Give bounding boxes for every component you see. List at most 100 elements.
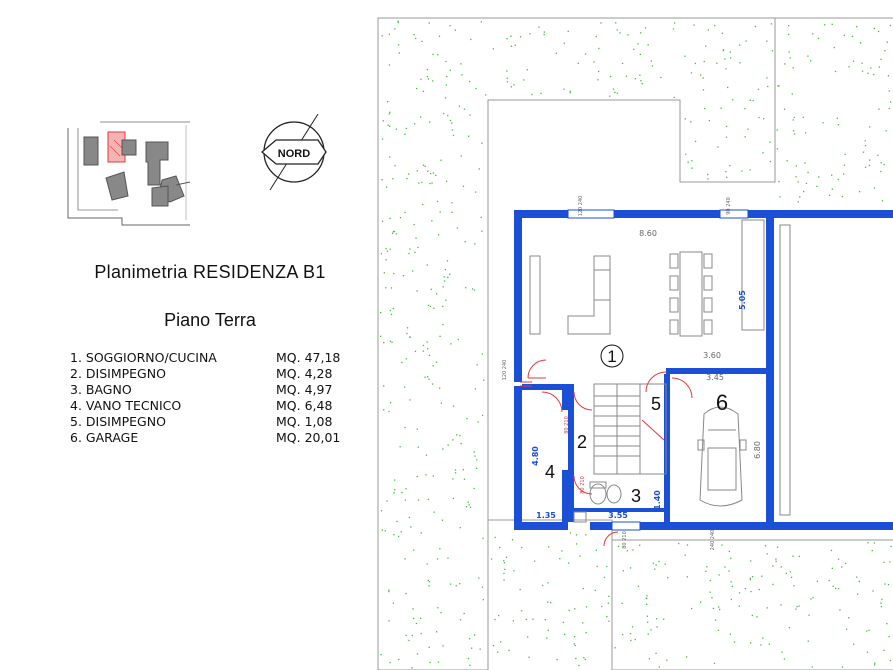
grass-dot — [425, 474, 427, 476]
grass-dot — [793, 585, 795, 587]
grass-dot — [569, 90, 571, 92]
grass-dot — [584, 53, 587, 55]
room-name: 5. DISIMPEGNO — [70, 414, 166, 429]
grass-dot — [452, 439, 454, 441]
grass-dot — [577, 62, 579, 64]
grass-dot — [449, 25, 451, 27]
grass-dot — [772, 565, 774, 567]
room-row: 5. DISIMPEGNO MQ. 1,08 — [70, 414, 340, 430]
grass-dot — [408, 252, 410, 255]
grass-dot — [473, 289, 476, 291]
grass-dot — [511, 539, 514, 541]
grass-dot — [615, 22, 617, 24]
grass-dot — [397, 44, 400, 46]
grass-dot — [529, 33, 531, 35]
grass-dot — [426, 75, 429, 78]
grass-dot — [420, 633, 422, 635]
grass-dot — [521, 546, 523, 549]
grass-dot — [425, 454, 428, 456]
grass-dot — [393, 492, 395, 494]
room-number-2: 2 — [577, 432, 587, 452]
grass-dot — [744, 136, 746, 138]
grass-dot — [880, 602, 882, 604]
grass-dot — [837, 124, 840, 126]
grass-dot — [758, 116, 760, 119]
grass-dot — [388, 113, 390, 115]
grass-dot — [828, 194, 831, 196]
grass-dot — [428, 378, 430, 380]
grass-dot — [474, 455, 476, 457]
grass-dot — [803, 190, 805, 193]
grass-dot — [432, 383, 434, 385]
grass-dot — [609, 95, 611, 97]
grass-dot — [394, 489, 396, 491]
grass-dot — [685, 153, 687, 155]
grass-dot — [476, 364, 478, 366]
grass-dot — [886, 623, 888, 625]
grass-dot — [508, 649, 510, 651]
grass-dot — [639, 74, 641, 76]
grass-dot — [389, 217, 391, 220]
grass-dot — [429, 182, 431, 185]
grass-dot — [754, 25, 757, 28]
grass-dot — [686, 576, 688, 578]
grass-dot — [436, 200, 439, 203]
grass-dot — [454, 29, 456, 31]
grass-dot — [837, 178, 839, 181]
grass-dot — [414, 123, 416, 125]
grass-dot — [575, 543, 578, 545]
grass-dot — [672, 28, 675, 30]
grass-dot — [718, 606, 720, 608]
grass-dot — [394, 479, 396, 481]
grass-dot — [420, 116, 422, 118]
grass-dot — [445, 299, 447, 301]
grass-dot — [630, 639, 632, 642]
grass-dot — [684, 55, 686, 57]
grass-dot — [848, 66, 850, 68]
grass-dot — [889, 659, 892, 662]
grass-dot — [805, 182, 808, 184]
grass-dot — [503, 562, 506, 564]
grass-dot — [776, 546, 779, 548]
grass-dot — [843, 173, 845, 175]
grass-dot — [730, 57, 732, 59]
grass-dot — [451, 122, 453, 124]
grass-dot — [573, 643, 575, 645]
grass-dot — [561, 550, 563, 552]
grass-dot — [404, 133, 406, 135]
grass-dot — [725, 136, 728, 138]
grass-dot — [417, 499, 420, 501]
grass-dot — [651, 65, 654, 67]
grass-dot — [439, 335, 441, 337]
grass-dot — [694, 62, 696, 65]
room-numbers: 1 2 3 4 5 6 — [545, 344, 728, 506]
grass-dot — [445, 84, 447, 86]
grass-dot — [799, 196, 801, 198]
grass-dot — [686, 656, 688, 658]
grass-dot — [449, 273, 451, 275]
grass-dot — [446, 180, 448, 182]
grass-dot — [596, 565, 598, 567]
grass-dot — [398, 658, 400, 660]
grass-dot — [405, 592, 407, 595]
grass-dot — [678, 542, 680, 545]
grass-dot — [721, 32, 723, 34]
grass-dot — [510, 45, 513, 47]
grass-dot — [684, 554, 686, 556]
grass-dot — [562, 621, 565, 624]
grass-dot — [447, 444, 449, 446]
grass-dot — [770, 23, 773, 25]
grass-dot — [844, 562, 847, 565]
grass-dot — [388, 589, 390, 591]
grass-dot — [816, 185, 818, 187]
grass-dot — [462, 185, 465, 187]
grass-dot — [729, 633, 731, 635]
grass-dot — [788, 627, 790, 629]
grass-dot — [812, 597, 814, 599]
grass-dot — [439, 548, 441, 550]
grass-dot — [505, 556, 508, 558]
grass-dot — [603, 576, 606, 579]
grass-dot — [729, 165, 731, 167]
grass-dot — [691, 160, 693, 162]
grass-dot — [402, 275, 405, 277]
